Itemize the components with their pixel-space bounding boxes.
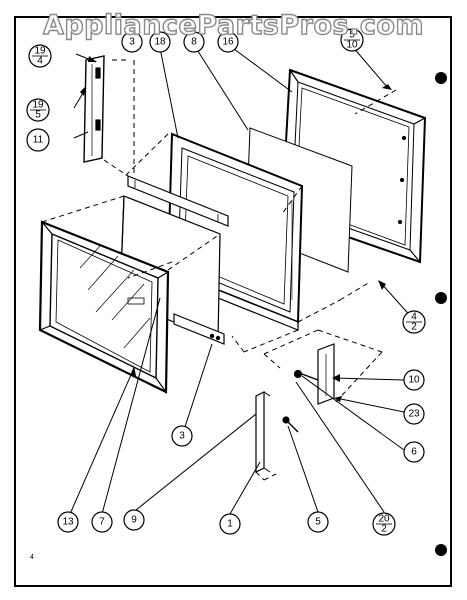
callout-11: 11 bbox=[26, 128, 50, 152]
callout-18: 18 bbox=[149, 31, 171, 53]
callout-5-label: 5 bbox=[315, 517, 321, 528]
callout-8: 8 bbox=[183, 31, 205, 53]
callout-19-5: 19 5 bbox=[26, 98, 50, 122]
binder-holes bbox=[435, 72, 447, 556]
callout-7-label: 7 bbox=[99, 517, 105, 528]
callout-10-label: 10 bbox=[408, 375, 420, 386]
callout-3-top: 3 bbox=[121, 31, 143, 53]
binder-hole-middle bbox=[435, 292, 447, 304]
part-13-outer-door bbox=[38, 220, 170, 394]
callout-13: 13 bbox=[57, 511, 79, 533]
callout-19-4: 19 4 bbox=[28, 44, 52, 68]
callout-23: 23 bbox=[403, 403, 425, 425]
callout-10: 10 bbox=[403, 369, 425, 391]
assembly-guide-lines bbox=[41, 59, 397, 481]
callout-11-label: 11 bbox=[33, 135, 44, 146]
callout-leaders bbox=[69, 45, 415, 515]
binder-hole-top bbox=[435, 72, 447, 84]
callout-3-bottom: 3 bbox=[171, 425, 193, 447]
diagram-border bbox=[14, 16, 452, 587]
callout-23-label: 23 bbox=[408, 409, 420, 420]
callout-6-label: 6 bbox=[411, 447, 417, 458]
part-6-screw bbox=[293, 369, 319, 381]
callout-16: 16 bbox=[217, 31, 239, 53]
callout-5-10: 5 10 bbox=[340, 28, 364, 52]
part-3-lower-bracket bbox=[173, 313, 225, 345]
callout-13-label: 13 bbox=[62, 517, 74, 528]
callout-4-2-den: 2 bbox=[411, 322, 417, 333]
callout-9-label: 9 bbox=[131, 515, 137, 526]
callout-8-label: 8 bbox=[191, 37, 197, 48]
callout-5: 5 bbox=[307, 511, 329, 533]
binder-hole-bottom bbox=[435, 544, 447, 556]
callout-3-bottom-label: 3 bbox=[179, 431, 185, 442]
callout-7: 7 bbox=[91, 511, 113, 533]
callout-16-label: 16 bbox=[222, 37, 234, 48]
callout-19-5-num: 19 bbox=[32, 100, 44, 111]
watermark-text: AppliancePartsPros.com bbox=[42, 9, 425, 41]
part-3-upper-rail bbox=[127, 175, 229, 227]
callout-9: 9 bbox=[123, 509, 145, 531]
part-10-latch-plate bbox=[317, 343, 335, 405]
leader-arrowheads bbox=[80, 56, 392, 402]
callout-20-2-num: 20 bbox=[378, 514, 390, 525]
callout-6: 6 bbox=[403, 441, 425, 463]
corner-mark: 4 bbox=[30, 554, 34, 561]
callout-19-4-den: 4 bbox=[37, 56, 43, 67]
callout-5-10-den: 10 bbox=[346, 40, 358, 51]
callout-1-label: 1 bbox=[227, 519, 233, 530]
callout-20-2-den: 2 bbox=[381, 524, 387, 535]
callout-19-5-den: 5 bbox=[35, 110, 41, 121]
callout-4-2-num: 4 bbox=[411, 312, 417, 323]
callout-4-2: 4 2 bbox=[402, 310, 426, 334]
callout-1: 1 bbox=[219, 513, 241, 535]
part-5-screw bbox=[282, 416, 299, 433]
callout-3-top-label: 3 bbox=[129, 37, 135, 48]
part-1-hinge-bracket bbox=[255, 391, 271, 473]
callout-19-4-num: 19 bbox=[34, 46, 46, 57]
callout-18-label: 18 bbox=[154, 37, 166, 48]
callout-20-2: 20 2 bbox=[372, 512, 396, 536]
part-11-hinge-strip bbox=[83, 55, 105, 163]
callout-5-10-num: 5 bbox=[349, 30, 355, 41]
